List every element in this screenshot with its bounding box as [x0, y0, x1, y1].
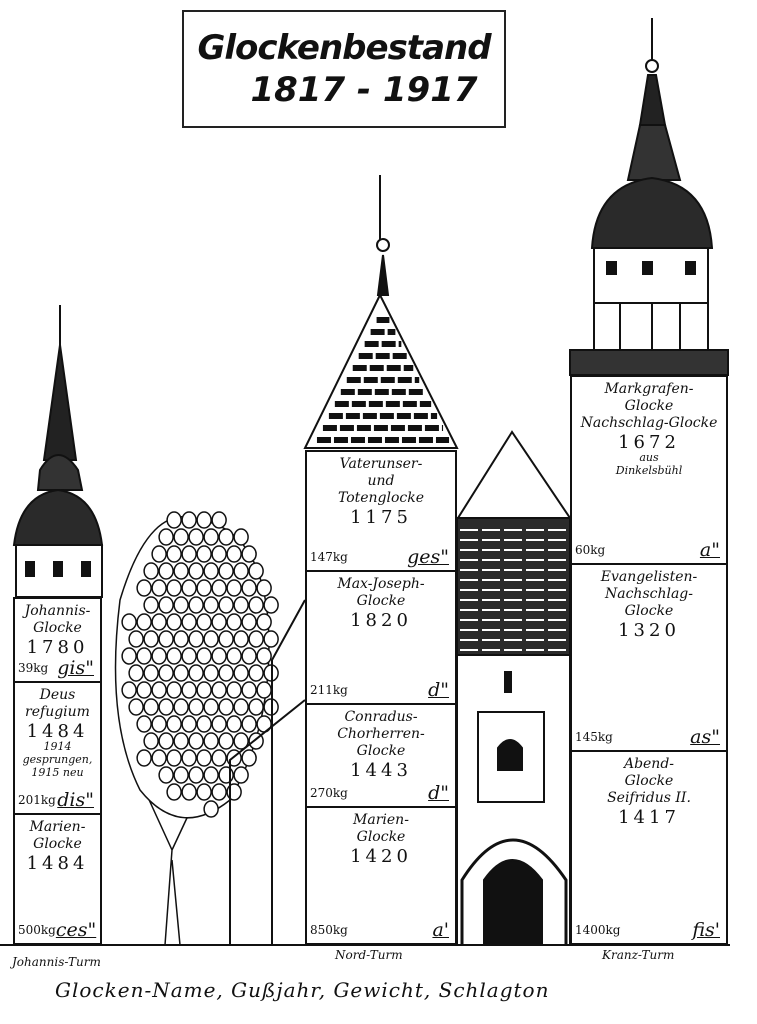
bell-year: 1820 [350, 610, 412, 631]
bell-name: Abend- Glocke Seifridus II. [607, 756, 691, 806]
caption: Glocken-Name, Gußjahr, Gewicht, Schlagto… [55, 978, 550, 1002]
bell-tone: a' [432, 919, 449, 941]
bell-year: 1484 [26, 721, 89, 742]
bell-weight: 60kg [575, 543, 606, 557]
bell-name: Vaterunser- und Totenglocke [337, 456, 425, 506]
bell-year: 1484 [26, 853, 89, 874]
bell-year: 1420 [350, 846, 412, 867]
johannis-tower-spire [12, 305, 104, 598]
bell-year: 1320 [618, 620, 680, 641]
title-line-2: 1817 - 1917 [250, 70, 478, 110]
tower-label-nord: Nord-Turm [335, 948, 403, 962]
bell-box: Abend- Glocke Seifridus II.1417 1400kg fis… [570, 752, 728, 945]
bell-tone: as" [690, 726, 720, 748]
bell-tone: fis' [692, 919, 720, 941]
title-line-1: Glockenbestand [197, 28, 491, 68]
bell-year: 1672 [618, 432, 680, 453]
bell-year: 1443 [350, 760, 412, 781]
bell-year: 1417 [618, 807, 680, 828]
bell-tone: d" [428, 679, 449, 701]
bell-note: aus Dinkelsbühl [615, 451, 683, 477]
bell-weight: 147kg [310, 550, 348, 564]
nave [229, 599, 306, 945]
bell-note: 1914 gesprungen, 1915 neu [22, 740, 93, 779]
bell-tone: ges" [407, 546, 449, 568]
bell-weight: 850kg [310, 923, 348, 937]
tower-label-kranz: Kranz-Turm [602, 948, 675, 962]
tree [114, 511, 279, 946]
bell-tone: d" [428, 782, 449, 804]
bell-year: 1780 [26, 637, 89, 658]
bell-weight: 1400kg [575, 923, 621, 937]
bell-tone: dis" [57, 789, 94, 811]
bell-weight: 145kg [575, 730, 613, 744]
tower-label-johannis: Johannis-Turm [12, 955, 101, 969]
bell-tone: gis" [57, 657, 94, 679]
bell-name: Marien- Glocke [29, 819, 86, 852]
bell-name: Conradus- Chorherren- Glocke [337, 709, 425, 759]
bell-weight: 201kg [18, 793, 56, 807]
bell-weight: 211kg [310, 683, 348, 697]
gate-tower [456, 430, 572, 946]
bell-tone: ces" [55, 919, 97, 941]
bell-name: Marien- Glocke [353, 812, 409, 845]
bell-name: Max-Joseph- Glocke [337, 576, 425, 609]
bell-year: 1175 [350, 507, 412, 528]
bell-weight: 500kg [18, 923, 56, 937]
kranz-tower-top [569, 18, 729, 376]
bell-weight: 270kg [310, 786, 348, 800]
nord-tower-roof [303, 175, 459, 449]
bell-weight: 39kg [18, 661, 49, 675]
title-box: Glockenbestand 1817 - 1917 [182, 10, 506, 128]
bell-tone: a" [699, 539, 720, 561]
bell-name: Deus refugium [25, 687, 90, 720]
bell-name: Evangelisten- Nachschlag- Glocke [600, 569, 698, 619]
bell-name: Markgrafen- Glocke Nachschlag-Glocke [580, 381, 718, 431]
bell-name: Johannis- Glocke [24, 603, 91, 636]
